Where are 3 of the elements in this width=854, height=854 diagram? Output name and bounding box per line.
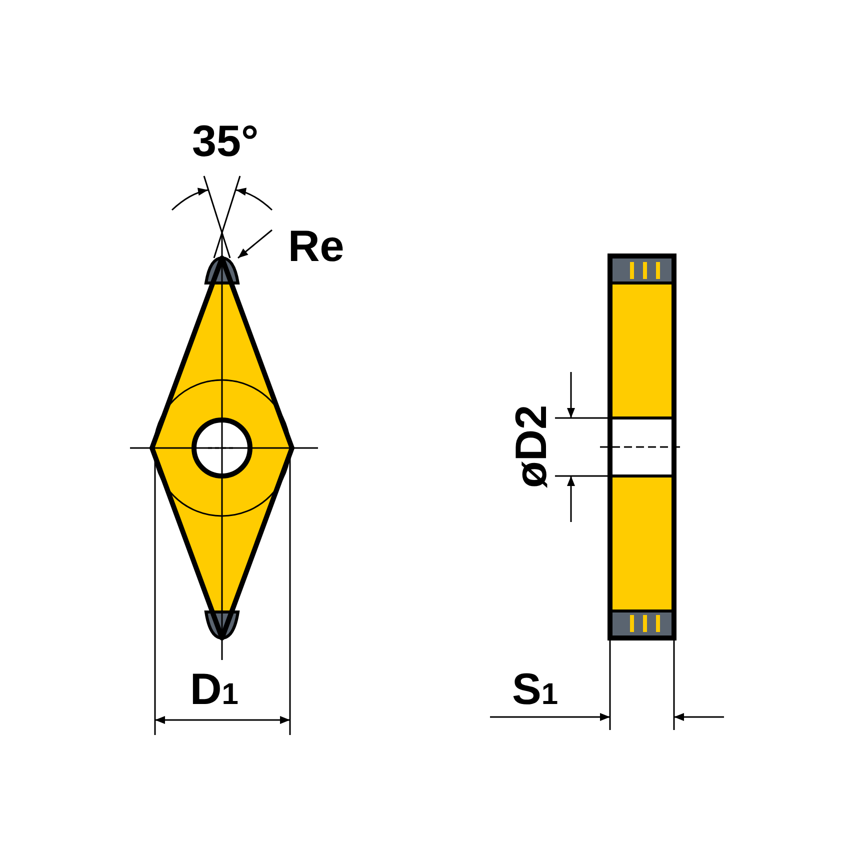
hole-diameter-label: øD2 <box>510 404 554 488</box>
angle-label: 35° <box>192 120 259 164</box>
radius-label: Re <box>288 225 344 269</box>
